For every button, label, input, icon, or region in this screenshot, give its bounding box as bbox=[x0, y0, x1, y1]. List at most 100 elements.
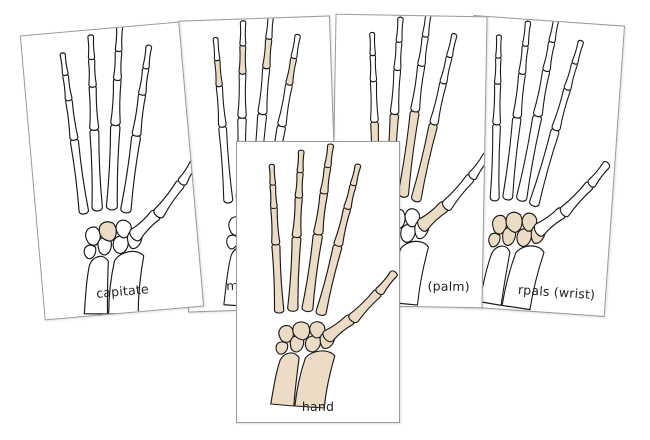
proximal-phalanx-bone bbox=[512, 71, 526, 119]
metacarpal-bone bbox=[502, 116, 522, 201]
thumb-metacarpal-bone bbox=[322, 314, 355, 343]
metacarpal-bone bbox=[301, 233, 323, 313]
metacarpal-bone bbox=[287, 235, 302, 312]
metacarpal-bone bbox=[271, 243, 285, 314]
carpal-bone bbox=[83, 244, 97, 260]
distal-phalanx-bone bbox=[212, 36, 221, 62]
ulna-bone bbox=[83, 255, 109, 315]
hand-skeleton-illustration bbox=[59, 25, 199, 315]
distal-phalanx-bone bbox=[571, 39, 584, 65]
carpal-bone bbox=[400, 223, 416, 244]
proximal-phalanx-bone bbox=[410, 63, 426, 113]
distal-phalanx-bone bbox=[395, 16, 404, 43]
thumb-proximal-phalanx-bone bbox=[348, 289, 382, 324]
distal-phalanx-bone bbox=[349, 163, 362, 187]
hand-skeleton-illustration bbox=[478, 16, 611, 311]
ulna-bone bbox=[270, 352, 300, 407]
middle-phalanx-bone bbox=[214, 59, 223, 88]
radius-bone bbox=[294, 350, 336, 409]
thumb-metacarpal-bone bbox=[129, 209, 161, 242]
proximal-phalanx-bone bbox=[88, 84, 100, 131]
metacarpal-bone bbox=[218, 125, 234, 204]
middle-phalanx-bone bbox=[518, 44, 529, 75]
proximal-phalanx-bone bbox=[270, 206, 281, 246]
middle-phalanx-bone bbox=[343, 183, 357, 210]
proximal-phalanx-bone bbox=[429, 81, 447, 126]
distal-phalanx-bone bbox=[265, 16, 275, 40]
distal-phalanx-bone bbox=[114, 25, 124, 53]
metacarpal-bone bbox=[489, 123, 501, 202]
metacarpal-bone bbox=[516, 114, 542, 202]
distal-phalanx-bone bbox=[268, 163, 277, 186]
proximal-phalanx-bone bbox=[215, 84, 227, 128]
distal-phalanx-bone bbox=[521, 20, 532, 47]
thumb-distal-phalanx-bone bbox=[587, 160, 611, 188]
middle-phalanx-bone bbox=[493, 56, 502, 85]
middle-phalanx-bone bbox=[417, 35, 429, 67]
proximal-phalanx-bone bbox=[65, 98, 79, 141]
proximal-phalanx-bone bbox=[389, 68, 402, 116]
metacarpal-bone bbox=[411, 122, 438, 203]
middle-phalanx-bone bbox=[542, 40, 556, 73]
metacarpal-bone bbox=[529, 128, 560, 208]
distal-phalanx-bone bbox=[369, 31, 376, 57]
distal-phalanx-bone bbox=[87, 34, 96, 61]
carpal-bone bbox=[516, 228, 533, 248]
middle-phalanx-bone bbox=[319, 165, 332, 195]
middle-phalanx-bone bbox=[369, 54, 378, 83]
ulna-bone bbox=[478, 245, 511, 306]
card-capitate[interactable]: capitate bbox=[19, 21, 205, 321]
middle-phalanx-bone bbox=[269, 183, 278, 210]
distal-phalanx-bone bbox=[59, 52, 69, 77]
proximal-phalanx-bone bbox=[369, 79, 379, 123]
proximal-phalanx-bone bbox=[313, 191, 328, 236]
proximal-phalanx-bone bbox=[237, 71, 247, 119]
distal-phalanx-bone bbox=[142, 44, 153, 70]
middle-phalanx-bone bbox=[439, 55, 453, 85]
carpal-bone bbox=[275, 341, 289, 355]
carpal-bone bbox=[112, 235, 129, 255]
thumb-proximal-phalanx-bone bbox=[442, 174, 475, 211]
middle-phalanx-bone bbox=[563, 61, 578, 91]
metacarpal-bone bbox=[315, 244, 343, 316]
distal-phalanx-bone bbox=[296, 149, 305, 174]
distal-phalanx-bone bbox=[290, 33, 301, 60]
thumb-distal-phalanx-bone bbox=[468, 152, 487, 181]
middle-phalanx-bone bbox=[87, 57, 97, 88]
carpal-bone bbox=[304, 335, 322, 353]
metacarpal-bone bbox=[69, 138, 89, 215]
card-label: (palm) bbox=[427, 278, 470, 295]
middle-phalanx-bone bbox=[294, 171, 304, 199]
card-label: hand bbox=[301, 399, 335, 414]
middle-phalanx-bone bbox=[62, 73, 73, 102]
distal-phalanx-bone bbox=[239, 20, 247, 47]
radius-bone bbox=[108, 250, 145, 315]
distal-phalanx-bone bbox=[548, 16, 560, 44]
card-carpals[interactable]: rpals (wrist) bbox=[453, 15, 625, 317]
thumb-distal-phalanx-bone bbox=[375, 270, 398, 296]
proximal-phalanx-bone bbox=[277, 82, 293, 128]
proximal-phalanx-bone bbox=[533, 68, 551, 118]
carpal-bone bbox=[488, 232, 501, 248]
proximal-phalanx-bone bbox=[257, 66, 271, 116]
hand-skeleton-illustration bbox=[268, 143, 398, 409]
middle-phalanx-bone bbox=[285, 56, 297, 86]
distal-phalanx-bone bbox=[446, 32, 458, 59]
proximal-phalanx-bone bbox=[492, 82, 502, 126]
distal-phalanx-bone bbox=[421, 14, 432, 38]
middle-phalanx-bone bbox=[262, 37, 273, 70]
thumb-metacarpal-bone bbox=[417, 201, 449, 232]
proximal-phalanx-bone bbox=[551, 87, 571, 132]
card-hand[interactable]: hand bbox=[236, 141, 400, 423]
thumb-metacarpal-bone bbox=[533, 207, 566, 237]
radius-bone bbox=[501, 245, 545, 311]
carpal-bone bbox=[505, 211, 523, 234]
distal-phalanx-bone bbox=[495, 34, 502, 59]
thumb-proximal-phalanx-bone bbox=[559, 181, 593, 218]
middle-phalanx-bone bbox=[238, 44, 247, 75]
distal-phalanx-bone bbox=[323, 143, 335, 169]
proximal-phalanx-bone bbox=[110, 78, 122, 127]
proximal-phalanx-bone bbox=[333, 206, 351, 247]
middle-phalanx-bone bbox=[393, 40, 403, 72]
